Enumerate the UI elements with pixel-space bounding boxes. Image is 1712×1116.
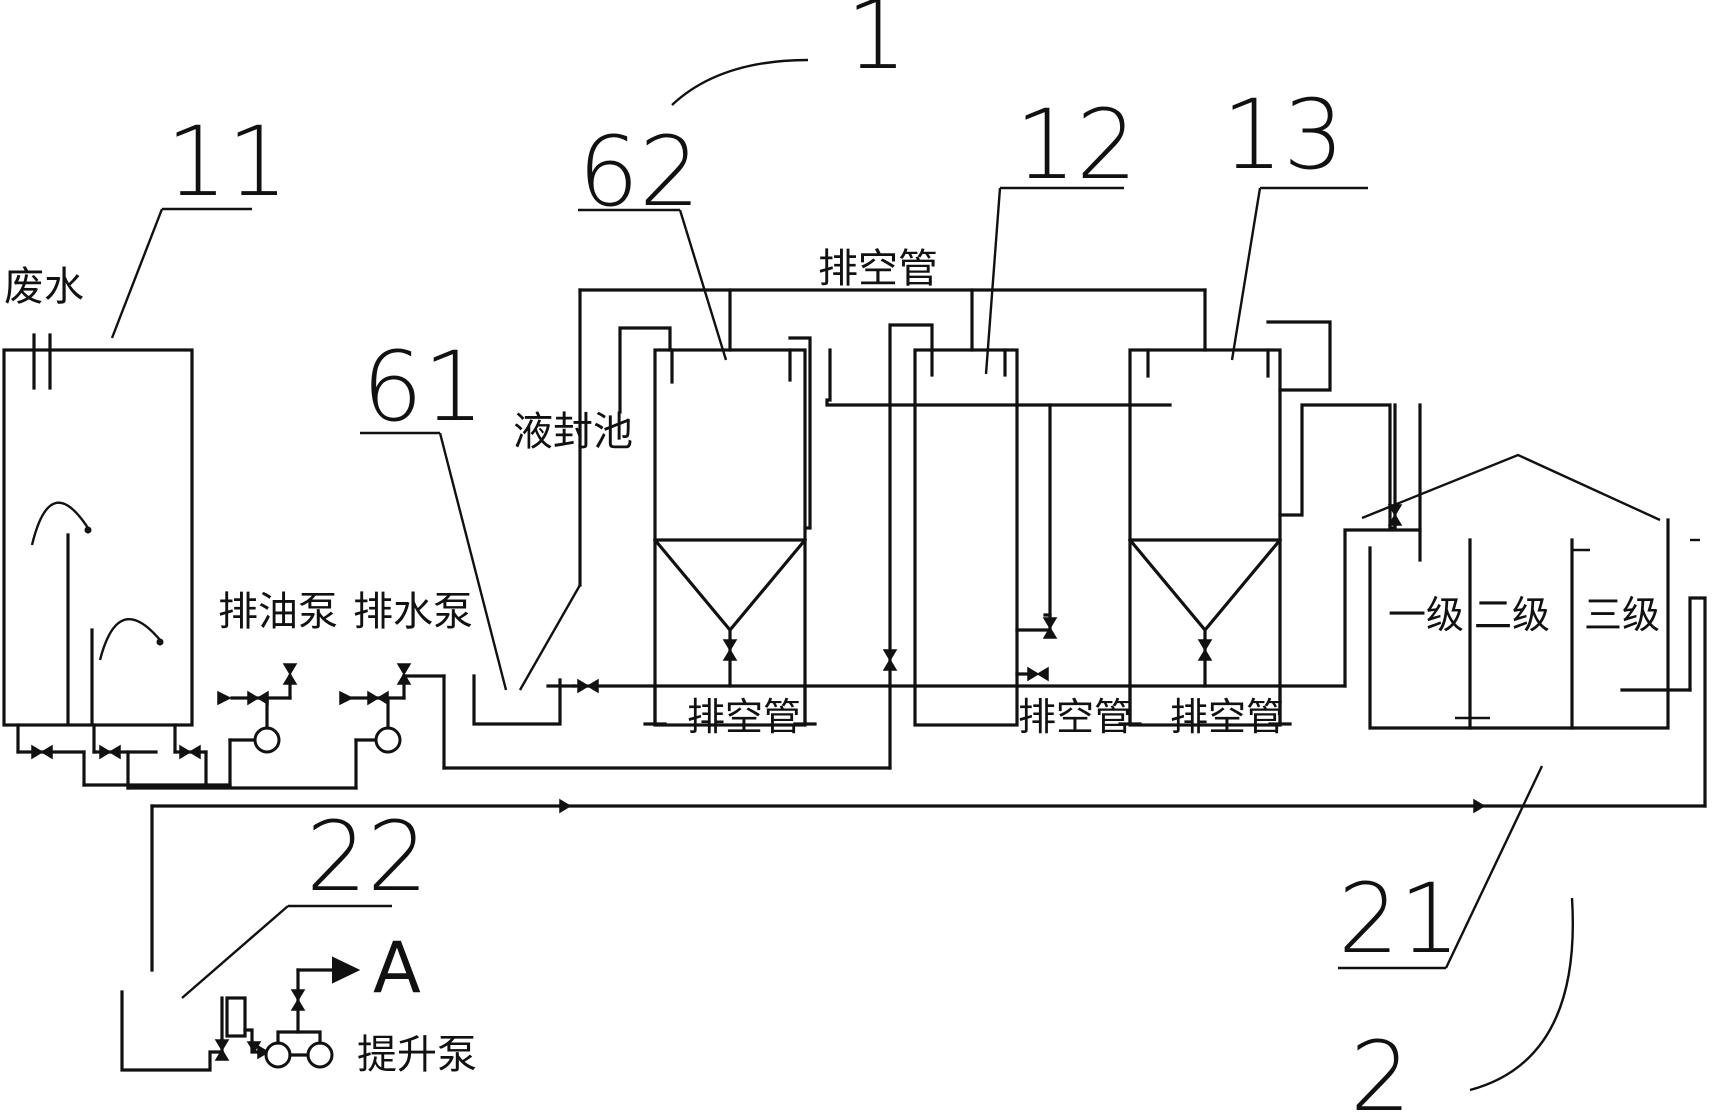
label-11: 11 (166, 106, 288, 218)
label-liquid-seal: 液封池 (513, 409, 633, 455)
label-outlet-a: A (373, 927, 421, 1009)
callout-21: 21 (1338, 765, 1544, 975)
callout-61: 61 (360, 331, 508, 691)
callout-1: 1 (671, 0, 907, 106)
water-pump (339, 663, 892, 790)
label-21: 21 (1338, 863, 1460, 975)
label-water-pump: 排水泵 (353, 589, 473, 635)
label-vent-pipe-top: 排空管 (818, 246, 938, 292)
label-lift-pump: 提升泵 (357, 1032, 477, 1078)
liquid-seal-tank-61 (472, 288, 1347, 726)
label-2: 2 (1350, 1021, 1411, 1116)
label-1: 1 (846, 0, 907, 91)
label-13: 13 (1222, 79, 1344, 191)
tank-12 (825, 323, 1172, 770)
label-stage-2: 二级 (1474, 593, 1550, 637)
tank-22 (120, 956, 361, 1072)
label-wastewater: 废水 (4, 264, 84, 310)
tank-11 (2, 333, 194, 727)
callout-11: 11 (110, 106, 288, 339)
tank-13 (1118, 320, 1392, 727)
return-pipe (150, 798, 1707, 972)
label-oil-pump: 排油泵 (218, 589, 338, 635)
tank-21 (1343, 403, 1707, 808)
callout-22: 22 (181, 801, 428, 999)
oil-pump (204, 663, 298, 787)
label-22: 22 (306, 801, 428, 913)
label-vent-pipe-13: 排空管 (1170, 695, 1284, 739)
label-stage-3: 三级 (1584, 593, 1660, 637)
tank-62 (618, 326, 832, 727)
top-vent-pipe (578, 288, 1207, 352)
label-stage-1: 一级 (1388, 593, 1464, 637)
callout-62: 62 (578, 116, 728, 361)
callout-2: 2 (1350, 897, 1574, 1116)
callout-12: 12 (984, 89, 1137, 375)
tank-11-outlet-piping (16, 723, 358, 790)
label-12: 12 (1015, 89, 1137, 201)
label-vent-pipe-62: 排空管 (687, 695, 801, 739)
label-61: 61 (362, 331, 484, 443)
label-vent-pipe-12: 排空管 (1018, 695, 1132, 739)
callout-13: 13 (1222, 79, 1368, 361)
